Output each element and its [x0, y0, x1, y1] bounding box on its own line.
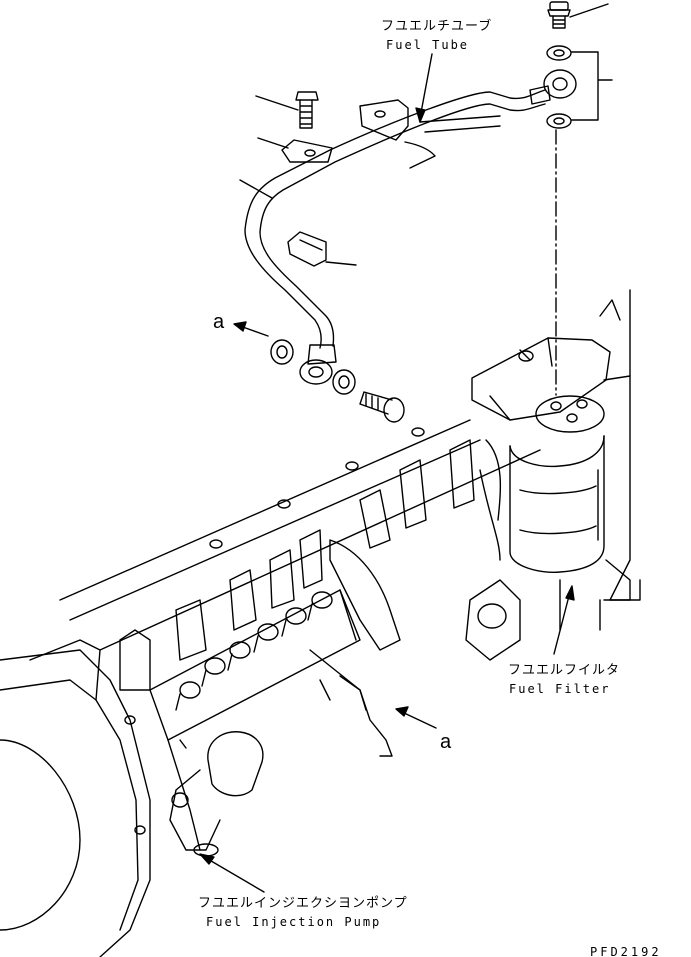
- leader-fuel-tube: [419, 53, 433, 119]
- fuel-filter-cartridge: [509, 435, 605, 574]
- fuel-filter-head: [471, 337, 611, 433]
- fuel-filter-label-jp: フユエルフイルタ: [508, 663, 621, 678]
- leader-fuel-injection-pump: [205, 857, 265, 893]
- tube-clip: [287, 231, 327, 267]
- fuel-injection-pump-label-jp: フユエルインジエクシヨンポンプ: [198, 896, 408, 911]
- fuel-tube: [244, 85, 551, 385]
- leader-lines-left: [239, 95, 357, 266]
- banjo-bolt-lower: [359, 391, 405, 423]
- arrowhead-ref-a-top: [233, 321, 247, 332]
- washer-lower-left: [270, 339, 294, 365]
- washer-lower-right: [332, 369, 356, 395]
- arrowhead-ref-a-bottom: [395, 706, 409, 717]
- leader-lines-top: [569, 3, 613, 121]
- fuel-tube-label-en: Fuel Tube: [386, 38, 470, 52]
- arrowhead-fuel-tube: [415, 107, 426, 123]
- banjo-bolt-top: [547, 1, 571, 29]
- reference-a-bottom: a: [440, 731, 452, 753]
- arrowhead-fuel-filter: [565, 585, 575, 601]
- clamp-plate: [281, 139, 333, 163]
- fuel-injection-pump-label-en: Fuel Injection Pump: [206, 915, 382, 929]
- tube-clamp-bracket: [359, 99, 409, 141]
- arrowhead-fuel-injection-pump: [199, 853, 215, 865]
- reference-a-top: a: [213, 311, 225, 333]
- fuel-filter-label-en: Fuel Filter: [509, 682, 611, 696]
- clamp-bolt: [295, 91, 319, 129]
- engine-block: [29, 289, 641, 701]
- washer-top: [546, 45, 572, 61]
- banjo-eye-fitting: [543, 69, 577, 99]
- drawing-code: PFD2192: [590, 945, 662, 957]
- fuel-tube-label-jp: フユエルチユーブ: [381, 19, 493, 34]
- arrow-ref-a-bottom: [401, 711, 437, 729]
- washer-middle: [546, 113, 572, 129]
- flywheel-housing: [0, 649, 151, 957]
- leader-fuel-filter: [553, 591, 571, 655]
- fuel-injection-pump: [149, 539, 401, 857]
